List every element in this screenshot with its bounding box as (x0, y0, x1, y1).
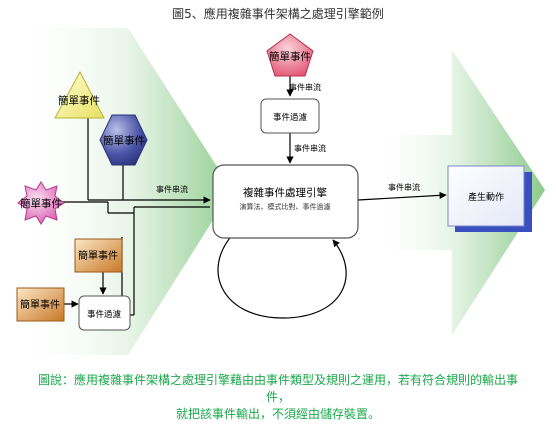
orange-event-2: 簡單事件 (16, 287, 65, 322)
stream-label-top-1: 事件串流 (289, 82, 321, 92)
event-filter-top-label: 事件過濾 (273, 112, 308, 123)
hexagon-event-label: 簡單事件 (103, 134, 145, 147)
orange-event-2-label: 簡單事件 (20, 298, 60, 311)
pentagon-event-label: 簡單事件 (269, 50, 311, 63)
event-filter-left: 事件過濾 (78, 295, 131, 331)
caption-line-3: 就把該事件輸出，不須經由儲存裝置。 (175, 407, 380, 421)
figure-caption: 圖說：應用複雜事件架構之處理引擎藉由由事件類型及規則之運用，若有符合規則的輸出事… (8, 372, 548, 423)
caption-line-1: 圖說：應用複雜事件架構之處理引擎藉由由事件類型及規則之運用，若有符合規則的輸出事 (37, 373, 518, 387)
orange-event-1: 簡單事件 (74, 238, 123, 273)
stream-label-top-2: 事件串流 (294, 143, 326, 153)
event-filter-left-label: 事件過濾 (87, 309, 122, 320)
cep-engine: 複雜事件處理引擎 演算法、模式比對、事件過濾 (212, 164, 359, 239)
triangle-event-label: 簡單事件 (58, 94, 100, 107)
star-event-label: 簡單事件 (20, 197, 62, 210)
figure-title: 圖5、應用複雜事件架構之處理引擎範例 (172, 7, 384, 21)
orange-event-1-label: 簡單事件 (78, 249, 118, 262)
star-event: 簡單事件 (17, 181, 65, 225)
event-filter-top: 事件過濾 (260, 98, 320, 134)
cep-engine-subtitle: 演算法、模式比對、事件過濾 (240, 202, 331, 211)
triangle-event: 簡單事件 (54, 71, 105, 119)
caption-line-2: 件， (265, 390, 290, 404)
output-action-label: 產生動作 (468, 191, 504, 203)
output-action: 產生動作 (447, 165, 532, 232)
pentagon-event: 簡單事件 (266, 33, 314, 77)
hexagon-event: 簡單事件 (99, 114, 148, 166)
stream-label-right: 事件串流 (388, 182, 420, 192)
top-right-connectors (217, 74, 447, 319)
cep-engine-title: 複雜事件處理引擎 (243, 186, 327, 199)
stream-label-left: 事件串流 (156, 184, 188, 194)
